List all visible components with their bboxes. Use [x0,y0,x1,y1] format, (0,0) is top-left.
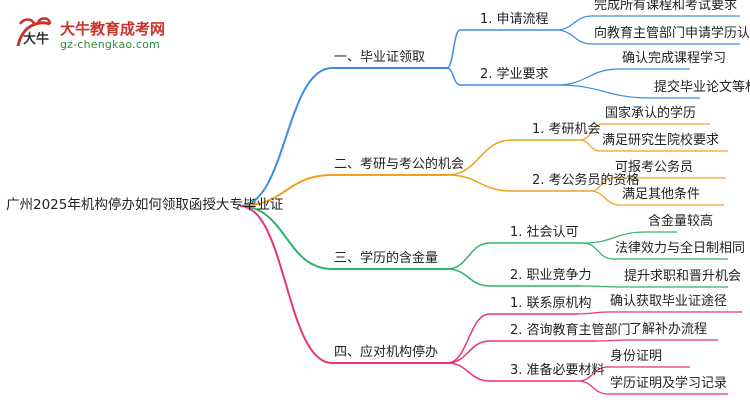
child-leaf-connector [555,15,593,31]
leaf-label: 确认完成课程学习 [622,51,727,66]
child-label: 2. 学业要求 [480,67,549,82]
child-leaf-connector [579,123,604,141]
branch-child-connector [446,313,491,364]
branch-label: 一、毕业证领取 [334,50,426,65]
child-leaf-connector [582,231,647,244]
branch-label: 三、学历的含金量 [334,251,439,266]
child-leaf-connector [579,139,601,152]
svg-text:大牛: 大牛 [23,31,49,47]
branch-child-connector [446,67,461,86]
branch-label: 四、应对机构停办 [334,345,439,360]
logo-title: 大牛教育成考网 [60,20,166,38]
leaf-label: 满足其他条件 [622,187,701,202]
branch-label: 二、考研与考公的机会 [334,157,465,172]
root-branch-connector [239,205,333,270]
leaf-label: 身份证明 [610,349,663,364]
leaf-label: 提交毕业论文等材料 [654,80,750,95]
leaf-label: 学历证明及学习记录 [610,376,728,391]
child-leaf-connector [555,84,653,99]
leaf-label: 确认获取毕业证途径 [610,294,728,309]
leaf-label: 完成所有课程和考试要求 [594,0,738,13]
child-leaf-connector [589,190,621,206]
leaf-label: 了解补办流程 [629,322,708,337]
leaf-label: 法律效力与全日制相同 [615,241,746,256]
leaf-label: 满足研究生院校要求 [602,133,720,148]
branch-child-connector [446,139,513,176]
child-leaf-connector [577,366,609,382]
child-leaf-connector [577,311,609,315]
child-leaf-connector [581,285,623,288]
branch-child-connector [446,242,491,270]
branch-child-connector [446,340,491,364]
branch-child-connector [446,268,491,287]
child-leaf-connector [577,380,609,395]
child-leaf-connector [555,29,593,45]
bull-logo-icon: 大牛 [16,17,52,47]
logo-url: gz-chengkao.com [60,38,160,51]
branch-child-connector [446,29,461,69]
leaf-label: 提升求职和晋升机会 [624,269,742,284]
child-label: 1. 联系原机构 [510,296,592,311]
site-logo[interactable]: 大牛 大牛教育成考网 gz-chengkao.com [10,14,180,56]
child-label: 3. 准备必要材料 [510,363,605,378]
leaf-label: 国家承认的学历 [605,106,697,121]
child-label: 2. 咨询教育主管部门 [510,323,631,338]
root-branch-connector [239,174,333,207]
child-label: 1. 社会认可 [510,225,579,240]
branch-child-connector [446,362,491,382]
child-leaf-connector [555,68,621,86]
child-label: 1. 申请流程 [480,12,549,27]
child-leaf-connector [596,339,628,342]
mindmap-root: 广州2025年机构停办如何领取函授大专毕业证 [6,197,284,213]
leaf-label: 含金量较高 [648,214,714,229]
root-branch-connector [239,67,333,207]
root-branch-connector [239,205,333,364]
child-label: 1. 考研机会 [532,122,601,137]
leaf-label: 向教育主管部门申请学历认证 [594,26,750,41]
branch-child-connector [446,174,513,192]
leaf-label: 可报考公务员 [615,160,694,175]
child-leaf-connector [582,242,614,260]
child-label: 2. 职业竞争力 [510,268,592,283]
child-label: 2. 考公务员的资格 [532,173,640,188]
